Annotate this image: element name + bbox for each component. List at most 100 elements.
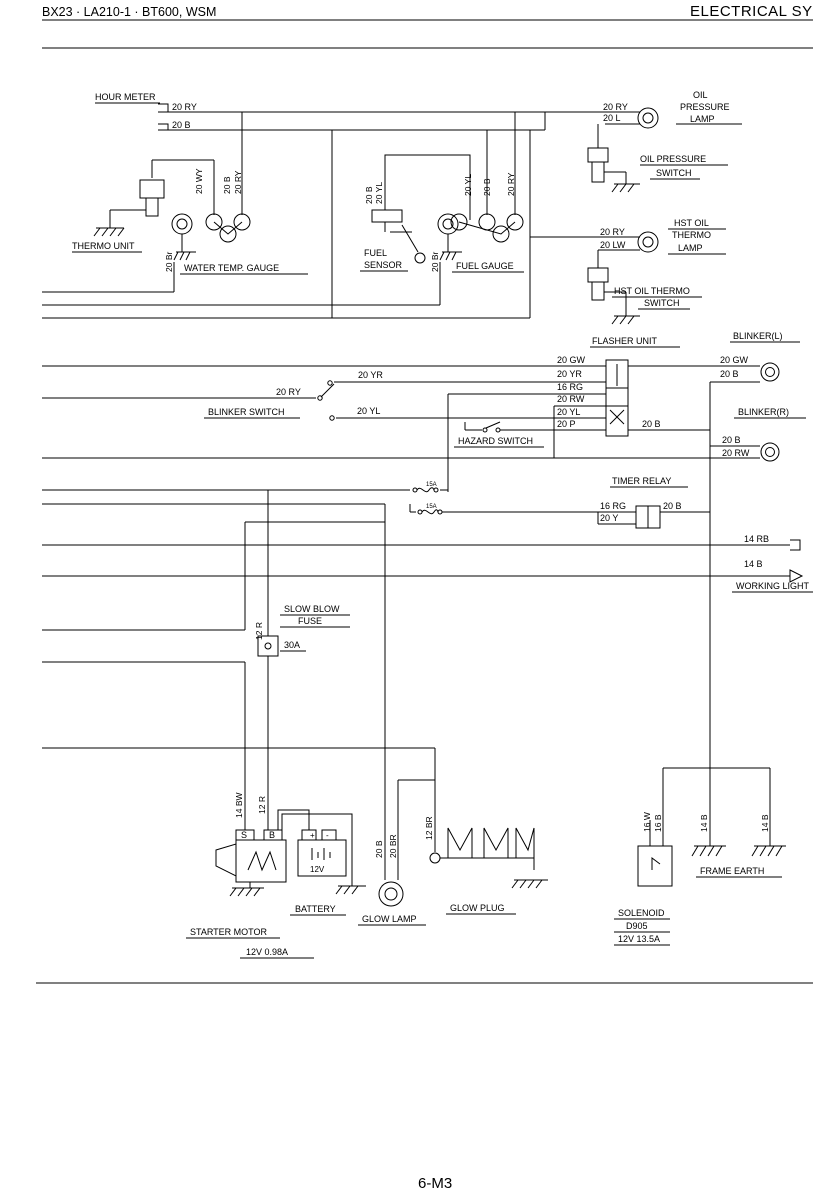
label-hazard-switch: HAZARD SWITCH [458,436,533,446]
label-slow-blow: SLOW BLOW [284,604,340,614]
wire-label-20wy: 20 WY [194,168,204,194]
wire-label-20b-fuel: 20 B [364,186,374,204]
wire-label-16rg-timer: 16 RG [600,501,626,511]
label-fuel-gauge: FUEL GAUGE [456,261,514,271]
label-lamp-hst: LAMP [678,243,703,253]
wire-label-20l: 20 L [603,113,621,123]
label-working-light: WORKING LIGHT [736,581,810,591]
wire-label-20b-flasher: 20 B [642,419,661,429]
wire-label-20gw-right: 20 GW [720,355,749,365]
wire-label-20br-glow: 20 BR [388,834,398,858]
hour-meter [158,103,169,131]
label-solenoid-rating: 12V 13.5A [618,934,660,944]
label-fuel: FUEL [364,248,387,258]
label-starter-rating: 12V 0.98A [246,947,288,957]
frame-earth [691,768,786,857]
wire-label-20b-br: 20 B [722,435,741,445]
working-light-arrow [789,569,804,583]
label-starter-motor: STARTER MOTOR [190,927,268,937]
label-sensor: SENSOR [364,260,403,270]
starter-motor [215,829,287,897]
label-solenoid-model: D905 [626,921,648,931]
connector-14rb [790,539,801,551]
label-pressure: PRESSURE [680,102,730,112]
wire-label-16b: 16 B [653,814,663,832]
oil-pressure-switch [587,147,640,193]
header-model-title: BX23 · LA210-1 · BT600, WSM [42,5,217,19]
wire-label-20b-right: 20 B [720,369,739,379]
fuel-sensor [371,154,471,264]
glow-plug [429,827,548,889]
flasher-unit [605,359,629,437]
wire-label-20yl-gauge: 20 YL [463,174,473,196]
terminal-s: S [241,830,247,840]
blinker-right [760,442,780,462]
wire-label-20rw: 20 RW [557,394,585,404]
label-solenoid: SOLENOID [618,908,665,918]
wire-label-20yl-switch: 20 YL [357,406,380,416]
wire-label-14b-earth1: 14 B [699,814,709,832]
wire-label-16rg: 16 RG [557,382,583,392]
wire-label-20rw-br: 20 RW [722,448,750,458]
label-oil: OIL [693,90,708,100]
fuel-gauge [437,213,524,261]
label-blinker-switch: BLINKER SWITCH [208,407,285,417]
battery-voltage: 12V [310,865,325,874]
wire-label-12r-upper: 12 R [254,622,264,640]
label-oil-pressure: OIL PRESSURE [640,154,706,164]
hst-oil-thermo-switch [587,267,640,325]
label-timer-relay: TIMER RELAY [612,476,671,486]
wire-label-20ry: 20 RY [172,102,197,112]
page-number: 6-M3 [418,1175,453,1192]
wire-label-20b: 20 B [172,120,191,130]
label-water-temp-gauge: WATER TEMP. GAUGE [184,263,279,273]
wire-label-14b: 14 B [744,559,763,569]
glow-lamp [378,881,404,907]
wire-label-14b-earth2: 14 B [760,814,770,832]
fuse-15a-lower [417,509,443,515]
label-fuse: FUSE [298,616,322,626]
wire-label-12br: 12 BR [424,816,434,840]
wire-label-14rb: 14 RB [744,534,769,544]
battery [277,809,366,895]
wire-label-14bw: 14 BW [234,792,244,818]
wire-label-20gw: 20 GW [557,355,586,365]
blinker-switch [317,380,335,421]
label-blinker-l: BLINKER(L) [733,331,783,341]
hst-oil-thermo-lamp [597,231,659,268]
label-switch: SWITCH [656,168,692,178]
terminal-b: B [269,830,275,840]
solenoid [637,767,770,887]
wire-label-20yl-fuel: 20 YL [374,182,384,204]
timer-relay [635,505,710,529]
wire-label-20ry-hst: 20 RY [600,227,625,237]
label-flasher-unit: FLASHER UNIT [592,336,658,346]
wire-label-20yl: 20 YL [557,407,580,417]
label-battery: BATTERY [295,904,336,914]
fuse-15a-upper [412,487,439,493]
wire-label-20ry-fgauge: 20 RY [506,172,516,196]
label-glow-plug: GLOW PLUG [450,903,505,913]
wire-label-20ry-switch: 20 RY [276,387,301,397]
hazard-switch [482,421,501,433]
thermo-unit [93,159,214,237]
wire-label-16w: 16 W [642,812,652,832]
label-fuse-30a: 30A [284,640,300,650]
wire-label-20br-fuel: 20 Br [430,252,440,272]
header-section-title: ELECTRICAL SY [690,3,813,20]
wire-label-20b-glow: 20 B [374,840,384,858]
water-temp-gauge [171,213,251,261]
wire-label-20ry-gauge: 20 RY [233,170,243,194]
blinker-left [760,362,780,382]
wire-label-20ry-oil: 20 RY [603,102,628,112]
label-fuse-15a-upper: 15A [426,482,437,488]
label-hour-meter: HOUR METER [95,92,156,102]
wire-label-20b-timer: 20 B [663,501,682,511]
label-thermo: THERMO [672,230,711,240]
label-glow-lamp: GLOW LAMP [362,914,417,924]
wire-label-20lw: 20 LW [600,240,626,250]
battery-plus: + [310,831,315,840]
label-hst-oil: HST OIL [674,218,709,228]
label-switch-hst: SWITCH [644,298,680,308]
